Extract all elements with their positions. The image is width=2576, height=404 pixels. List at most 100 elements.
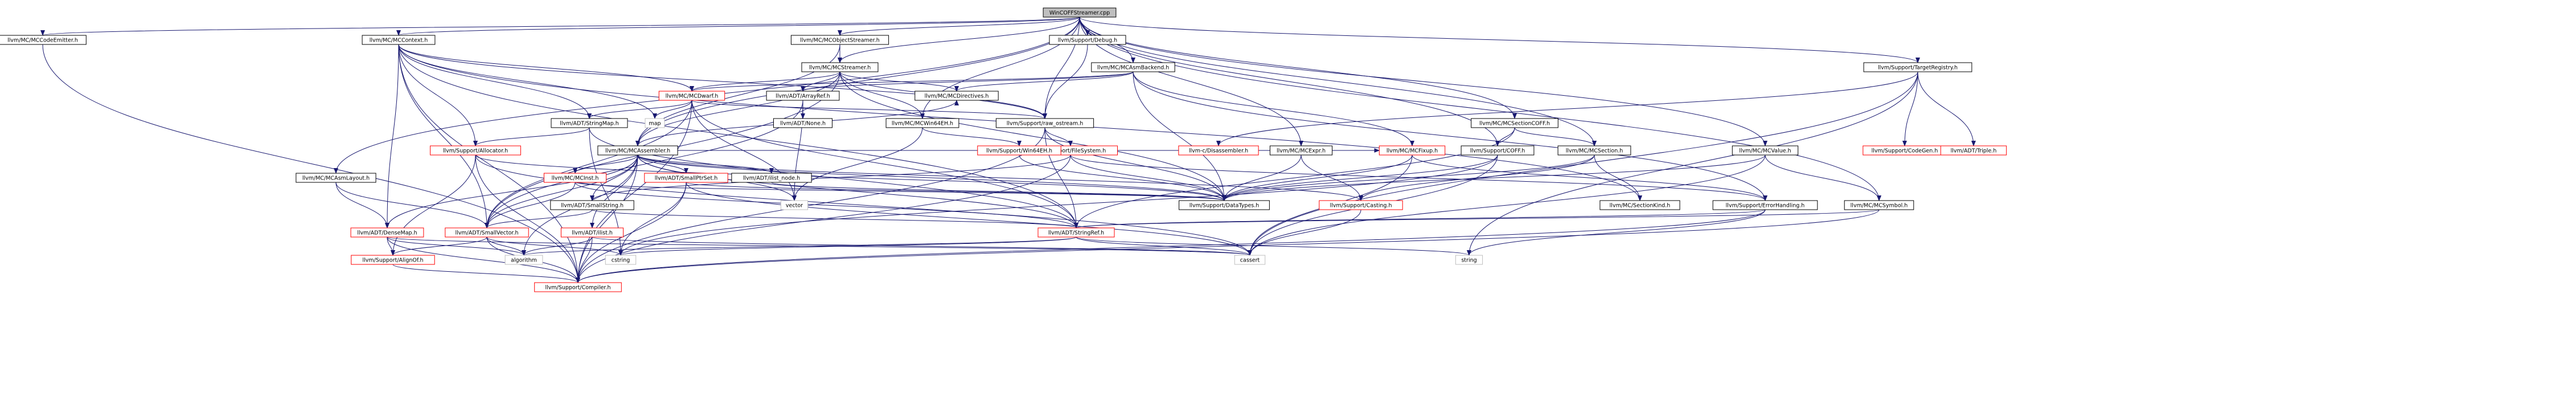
node-box	[1712, 200, 1818, 210]
edge	[635, 71, 840, 146]
edge	[1079, 17, 1881, 201]
edge-asmbackend-to-datatypes	[1133, 71, 1227, 201]
node-asmbackend[interactable]: llvm/MC/MCAsmBackend.h	[1091, 62, 1175, 72]
node-coff[interactable]: llvm/Support/COFF.h	[1461, 145, 1535, 156]
node-label: llvm/Support/raw_ostream.h	[1007, 121, 1084, 127]
node-label: llvm/ADT/SmallPtrSet.h	[655, 176, 718, 182]
node-triple[interactable]: llvm/ADT/Triple.h	[1940, 145, 2007, 156]
edge-mcassembler-to-stringref	[637, 154, 1078, 228]
node-mcwin64eh[interactable]: llvm/MC/MCWin64EH.h	[885, 118, 959, 128]
node-box	[0, 35, 87, 45]
node-mcdirectives[interactable]: llvm/MC/MCDirectives.h	[914, 91, 999, 101]
node-alignof[interactable]: llvm/Support/AlignOf.h	[351, 255, 435, 265]
node-smallptrset[interactable]: llvm/ADT/SmallPtrSet.h	[644, 173, 728, 183]
node-ilistnode[interactable]: llvm/ADT/ilist_node.h	[731, 173, 812, 183]
edge-rawostream-to-filesystem	[1044, 127, 1073, 146]
edge-win64eh-to-datatypes	[1019, 154, 1227, 201]
edge	[475, 154, 1227, 201]
edge-mcdwarf-to-compiler	[576, 100, 692, 283]
node-box	[560, 227, 624, 238]
node-compiler[interactable]: llvm/Support/Compiler.h	[534, 282, 622, 292]
node-label: llvm/MC/MCDwarf.h	[666, 93, 719, 100]
node-datatypes[interactable]: llvm/Support/DataTypes.h	[1179, 200, 1270, 210]
node-smallstring[interactable]: llvm/ADT/SmallString.h	[550, 200, 634, 210]
node-root[interactable]: WinCOFFStreamer.cpp	[1043, 7, 1117, 18]
edge-mcstreamer-to-mcassembler	[635, 71, 840, 146]
node-label: llvm/ADT/StringRef.h	[1048, 230, 1104, 236]
node-mcfixup[interactable]: llvm/MC/MCFixup.h	[1379, 145, 1446, 156]
node-mcassembler[interactable]: llvm/MC/MCAssembler.h	[597, 145, 678, 156]
edge-allocator-to-cassert	[475, 154, 1252, 256]
node-mcstreamer[interactable]: llvm/MC/MCStreamer.h	[801, 62, 879, 72]
edge	[576, 209, 1766, 283]
node-rawostream[interactable]: llvm/Support/raw_ostream.h	[995, 118, 1094, 128]
node-box	[645, 118, 665, 128]
node-densemap[interactable]: llvm/ADT/DenseMap.h	[350, 227, 424, 238]
node-stringmap[interactable]: llvm/ADT/StringMap.h	[551, 118, 628, 128]
edge-asmbackend-to-mcdwarf	[690, 71, 1134, 92]
node-label: llvm/MC/MCStreamer.h	[809, 65, 871, 71]
node-mcsectioncoff[interactable]: llvm/MC/MCSectionCOFF.h	[1471, 118, 1558, 128]
edge	[575, 182, 1078, 228]
edge-targetreg-to-string	[1467, 71, 1918, 256]
edge	[590, 154, 1071, 201]
node-label: llvm/Support/FileSystem.h	[1035, 148, 1106, 154]
node-codeemitter[interactable]: llvm/MC/MCCodeEmitter.h	[0, 35, 87, 45]
edge	[396, 17, 1080, 36]
node-box	[296, 173, 376, 183]
edge	[801, 71, 840, 92]
edge-mcexpr-to-datatypes	[1222, 154, 1302, 201]
edge	[391, 236, 487, 256]
edge	[391, 154, 476, 256]
edge-mcassembler-to-ilistnode	[637, 154, 774, 174]
edge	[475, 154, 580, 283]
node-box	[597, 145, 678, 156]
edge	[792, 127, 923, 201]
node-box	[644, 173, 728, 183]
node-string: string	[1455, 255, 1483, 265]
edge-targetreg-to-cassert	[1248, 71, 1918, 256]
edge-root-to-objstreamer	[838, 17, 1080, 36]
node-mcdwarf[interactable]: llvm/MC/MCDwarf.h	[658, 91, 725, 101]
node-stringref[interactable]: llvm/ADT/StringRef.h	[1037, 227, 1115, 238]
node-objstreamer[interactable]: llvm/MC/MCObjectStreamer.h	[790, 35, 889, 45]
node-mcinst[interactable]: llvm/MC/MCInst.h	[543, 173, 607, 183]
node-optional[interactable]: llvm/ADT/None.h	[773, 118, 832, 128]
node-smallvector[interactable]: llvm/ADT/SmallVector.h	[445, 227, 529, 238]
node-asmlayout[interactable]: llvm/MC/MCAsmLayout.h	[296, 173, 376, 183]
node-debug[interactable]: llvm/Support/Debug.h	[1049, 35, 1126, 45]
edge	[1133, 71, 1414, 146]
node-win64eh[interactable]: llvm/Support/Win64EH.h	[977, 145, 1061, 156]
node-ilist[interactable]: llvm/ADT/ilist.h	[560, 227, 624, 238]
node-targetreg[interactable]: llvm/Support/TargetRegistry.h	[1863, 62, 1972, 72]
node-mcsymbol[interactable]: llvm/MC/MCSymbol.h	[1844, 200, 1914, 210]
edge-mcsymbol-to-compiler	[576, 209, 1880, 283]
node-errorhandling[interactable]: llvm/Support/ErrorHandling.h	[1712, 200, 1818, 210]
edge-root-to-rawostream	[1043, 17, 1080, 119]
node-casting[interactable]: llvm/Support/Casting.h	[1319, 200, 1403, 210]
edge	[1076, 236, 1252, 256]
node-allocator[interactable]: llvm/Support/Allocator.h	[430, 145, 521, 156]
node-codegen[interactable]: llvm/Support/CodeGen.h	[1863, 145, 1947, 156]
edge	[1070, 154, 1767, 201]
node-box	[658, 91, 725, 101]
edge-mccontext-to-compiler	[398, 44, 580, 283]
node-mcvalue[interactable]: llvm/MC/MCValue.h	[1732, 145, 1799, 156]
edge-mcsection-to-sectionkind	[1594, 154, 1642, 201]
node-mcexpr[interactable]: llvm/MC/MCExpr.h	[1269, 145, 1333, 156]
node-label: llvm-c/Disassembler.h	[1189, 148, 1248, 154]
edge	[1248, 154, 1766, 256]
node-arrayref[interactable]: llvm/ADT/ArrayRef.h	[766, 91, 840, 101]
node-mcdisasm[interactable]: llvm-c/Disassembler.h	[1178, 145, 1259, 156]
node-mcsection[interactable]: llvm/MC/MCSection.h	[1557, 145, 1631, 156]
edge	[1076, 236, 1471, 256]
node-label: llvm/MC/MCSection.h	[1566, 148, 1623, 154]
node-mccontext[interactable]: llvm/MC/MCContext.h	[362, 35, 436, 45]
node-sectionkind[interactable]: llvm/MC/SectionKind.h	[1599, 200, 1680, 210]
node-label: llvm/Support/AlignOf.h	[362, 258, 423, 264]
edge	[637, 154, 688, 174]
nodes-layer: WinCOFFStreamer.cpp llvm/MC/MCCodeEmitter…	[0, 7, 2007, 292]
edge-allocator-to-datatypes	[475, 154, 1227, 201]
node-label: llvm/MC/MCSymbol.h	[1851, 203, 1908, 209]
